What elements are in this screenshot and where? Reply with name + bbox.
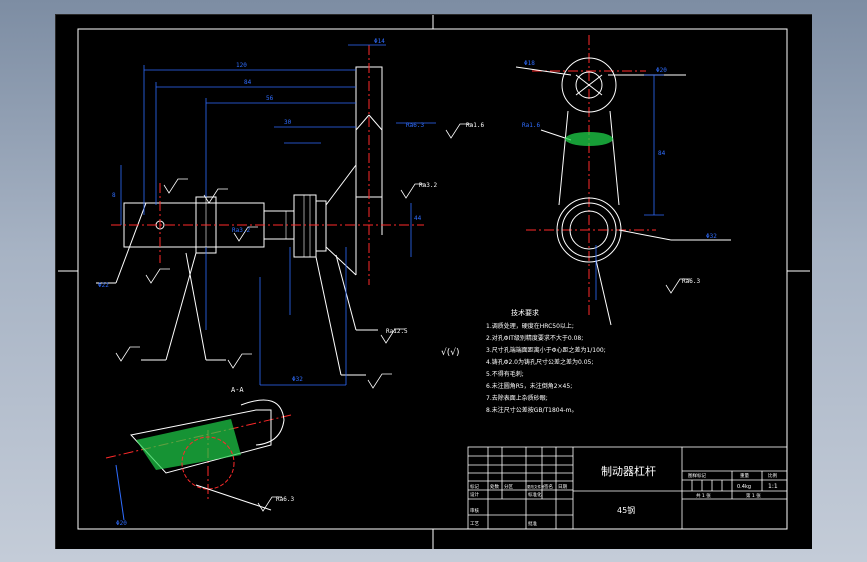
drawing-canvas: 120 84 56 30 Φ14 Ra6.3 Φ32 8 44 Φ22 Ra3.…: [58, 15, 810, 549]
drawing-title: 制动器杠杆: [601, 464, 656, 478]
tb-cell-6: 设计: [470, 491, 479, 498]
material-label: 45钢: [617, 505, 635, 515]
dim-d4: Φ18: [524, 60, 535, 67]
tb-cell-3: 更改文件号: [527, 484, 545, 489]
dim-d1: Φ14: [374, 38, 385, 45]
side-dimensions: [595, 74, 664, 300]
dim-d2: Φ32: [292, 376, 303, 383]
tech-requirements: 技术要求 1.调质处理，硬度在HRC50以上; 2.对孔ΦIT级别精度要求不大于…: [486, 308, 606, 414]
dim-side-len: 84: [658, 150, 666, 157]
tb-cell-0: 标记: [470, 483, 479, 490]
tech-req-line-3: 3.尺寸孔端端面距离小于Φ心距之差为1/100;: [486, 346, 606, 354]
tech-req-line-7: 7.去除表面上杂质砂眼;: [486, 394, 548, 402]
rough-label-side: Ra6.3: [682, 278, 700, 285]
section-label: A-A: [231, 386, 244, 394]
dim-section: Φ20: [116, 520, 127, 527]
tech-req-line-1: 1.调质处理，硬度在HRC50以上;: [486, 322, 574, 330]
tb-cell-1: 处数: [490, 483, 499, 490]
tb-scale: 1:1: [768, 483, 778, 490]
tech-req-line-6: 6.未注圆角R5，未注倒角2×45;: [486, 382, 572, 390]
centerlines: [105, 35, 656, 500]
rough-label-2: Ra1.6: [466, 122, 484, 129]
section-hatch-top: [565, 132, 613, 146]
dim-side1: 8: [112, 192, 116, 199]
tb-cell-5: 日期: [558, 484, 567, 490]
dim-d3: Φ22: [98, 282, 109, 289]
tb-right-header-2: 比例: [768, 472, 777, 479]
title-block: [467, 446, 788, 530]
tb-cell-8: 审核: [470, 507, 479, 514]
rough-label-3: Ra12.5: [386, 328, 408, 335]
dim-side-r: Ra1.6: [522, 122, 540, 129]
rough-label-1: Ra3.2: [419, 182, 437, 189]
dim-len2: 84: [244, 79, 252, 86]
tech-req-line-8: 8.未注尺寸公差按GB/T1804-m。: [486, 406, 577, 414]
dim-r2: Ra6.3: [406, 122, 424, 129]
dim-len3: 56: [266, 95, 274, 102]
dim-len1: 120: [236, 62, 247, 69]
dim-r1: Ra3.2: [232, 227, 250, 234]
tb-cell-4: 签名: [544, 483, 553, 490]
roughness-symbols: [115, 123, 690, 512]
main-view: [96, 66, 383, 376]
tb-sheet-of: 第 1 张: [746, 492, 761, 499]
section-view: A-A Ra6.3 Φ20: [115, 386, 294, 527]
tb-sheet: 共 1 张: [696, 492, 711, 499]
tb-weight: 0.4kg: [737, 484, 751, 490]
dim-side2: 44: [414, 215, 422, 222]
tb-cell-7: 标准化: [528, 491, 542, 498]
tb-cell-2: 分区: [504, 483, 513, 490]
tb-right-header-1: 重量: [740, 472, 749, 479]
main-dimensions: [120, 44, 436, 386]
tb-cell-9: 工艺: [470, 521, 479, 527]
dim-d5: Φ20: [656, 67, 667, 74]
tech-req-line-4: 4.铸孔Φ2.0为铸孔尺寸公差之差为0.05;: [486, 358, 593, 366]
tech-req-line-5: 5.不得有毛刺;: [486, 370, 524, 378]
rough-label-section: Ra6.3: [276, 496, 294, 503]
tb-cell-10: 批准: [528, 520, 537, 527]
tb-right-header-0: 图样标记: [688, 472, 706, 479]
dim-side-d: Φ32: [706, 233, 717, 240]
cad-viewport[interactable]: 120 84 56 30 Φ14 Ra6.3 Φ32 8 44 Φ22 Ra3.…: [55, 14, 812, 549]
rough-symbol-note: √(√): [441, 347, 460, 358]
dim-len4: 30: [284, 119, 292, 126]
tech-req-line-2: 2.对孔ΦIT级别精度要求不大于0.08;: [486, 334, 583, 342]
tech-req-title: 技术要求: [511, 308, 539, 317]
